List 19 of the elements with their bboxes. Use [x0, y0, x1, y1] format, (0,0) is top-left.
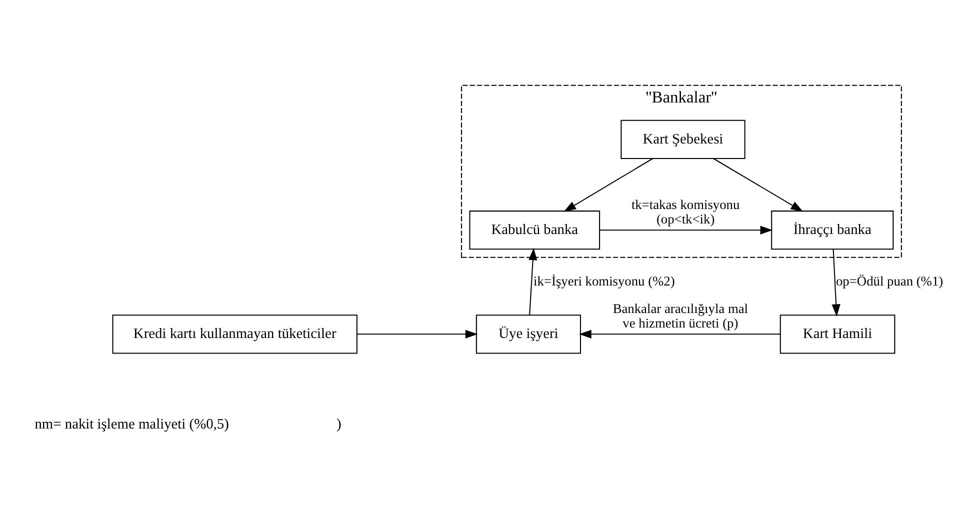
- label: nm= nakit işleme maliyeti (%0,5): [34, 416, 229, 432]
- node-box: Kart Hamili: [780, 314, 896, 354]
- arrow: [357, 329, 478, 338]
- edge-label: ik=İşyeri komisyonu (%2): [534, 273, 675, 288]
- label: ): [336, 416, 342, 432]
- arrow: [578, 329, 780, 338]
- node-box: İhraççı banka: [771, 210, 894, 250]
- arrow: [713, 158, 804, 212]
- arrow: [600, 225, 773, 234]
- edge-label: Bankalar aracılığıyla mal ve hizmetin ücreti (p): [612, 300, 748, 330]
- node-box: Kart Şebekesi: [620, 119, 746, 159]
- arrow: [528, 247, 538, 315]
- edge-label: tk=takas komisyonu (op<tk<ik): [631, 196, 740, 226]
- arrow: [564, 158, 653, 212]
- arrow: [832, 248, 840, 316]
- node-box: Üye işyeri: [476, 314, 581, 354]
- edge-label: op=Ödül puan (%1): [836, 273, 944, 288]
- node-box: Kabulcü banka: [469, 210, 600, 250]
- node-box: Kredi kartı kullanmayan tüketiciler: [112, 314, 358, 354]
